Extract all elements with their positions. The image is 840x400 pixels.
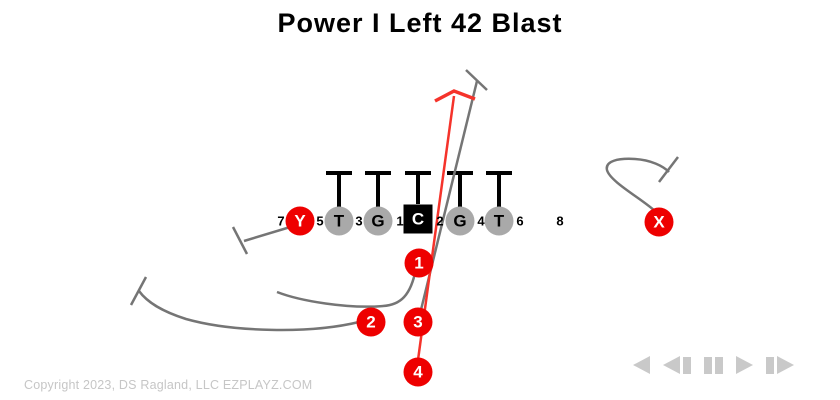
route-hb-sweep-cap: [129, 276, 148, 306]
ol-drive-blocks: [326, 171, 512, 207]
player-right-tackle[interactable]: T: [484, 206, 514, 236]
play-title: Power I Left 42 Blast: [277, 8, 563, 38]
gap-number-6: 6: [516, 213, 524, 229]
player-center[interactable]: C: [403, 204, 433, 234]
playback-controls: [633, 356, 794, 374]
route-qb-roll: [276, 267, 418, 308]
gap-number-5: 5: [316, 213, 324, 229]
player-receiver-x[interactable]: X: [644, 207, 674, 237]
pause-icon: [704, 356, 712, 374]
player-back-4[interactable]: 4: [403, 357, 433, 387]
step-forward-icon: [777, 356, 794, 374]
player-right-guard[interactable]: G: [445, 206, 475, 236]
step-back-icon: [663, 356, 680, 374]
player-back-2[interactable]: 2: [356, 307, 386, 337]
copyright-text: Copyright 2023, DS Ragland, LLC EZPLAYZ.…: [24, 378, 313, 392]
route-x-curl-tick: [658, 156, 679, 183]
player-back-3[interactable]: 3: [403, 307, 433, 337]
player-left-guard[interactable]: G: [363, 206, 393, 236]
play-icon: [736, 356, 753, 374]
rewind-icon: [633, 356, 650, 374]
route-tb-run-arrowhead: [434, 89, 476, 103]
gap-number-3: 3: [355, 213, 363, 229]
step-back-button[interactable]: [663, 356, 691, 374]
gap-number-7: 7: [277, 213, 285, 229]
route-fb-lead-cap: [465, 69, 488, 91]
route-hb-sweep: [137, 290, 360, 332]
player-left-tackle[interactable]: T: [324, 206, 354, 236]
gap-number-4: 4: [477, 213, 485, 229]
route-y-down-block-cap: [231, 226, 249, 255]
route-x-curl-block: [605, 157, 670, 213]
player-back-1[interactable]: 1: [404, 248, 434, 278]
play-button[interactable]: [736, 356, 753, 374]
gap-number-2: 2: [436, 213, 444, 229]
player-receiver-y[interactable]: Y: [285, 206, 315, 236]
rewind-button[interactable]: [633, 356, 650, 374]
gap-number-1: 1: [396, 213, 404, 229]
step-forward-button[interactable]: [766, 356, 794, 374]
pause-button[interactable]: [704, 356, 723, 374]
gap-number-8: 8: [556, 213, 564, 229]
